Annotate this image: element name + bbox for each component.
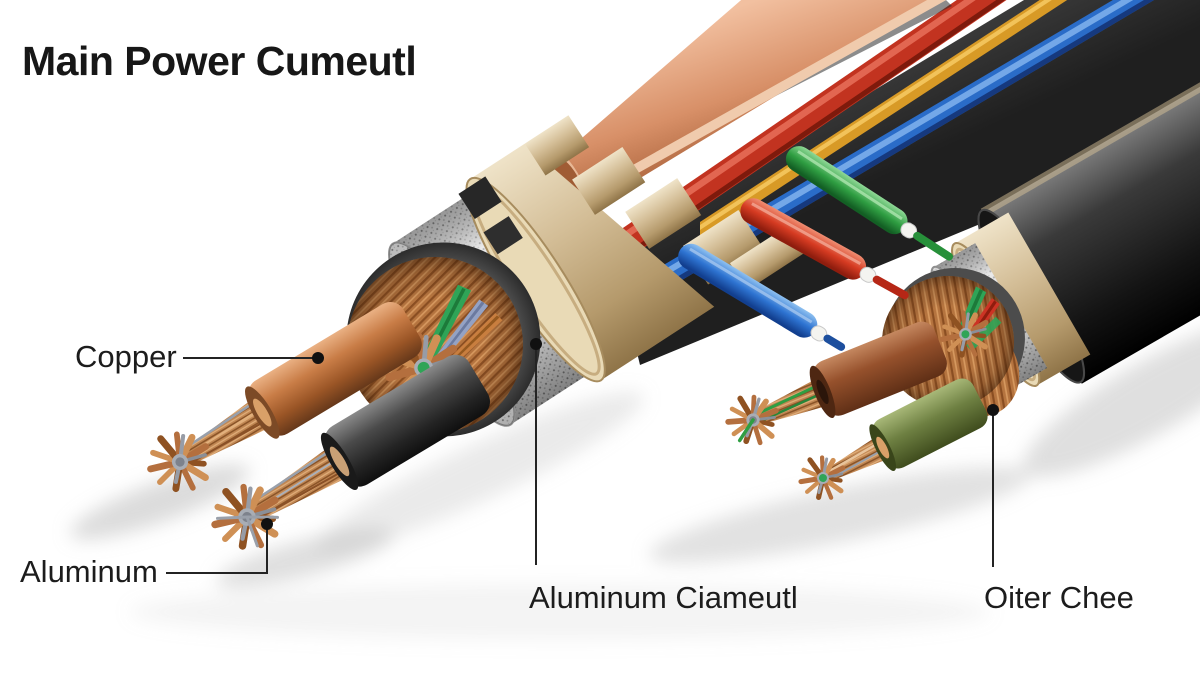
red-jumper-wire (740, 198, 909, 300)
shadows (70, 319, 1200, 640)
leader-outer-sheath (987, 404, 999, 567)
red-parallel-wire (598, 0, 1007, 279)
leader-aluminum-conductor (530, 338, 542, 565)
label-copper: Copper (75, 339, 177, 374)
brown-wire (720, 321, 947, 455)
label-aluminum-conductor: Aluminum Ciameutl (529, 580, 798, 615)
aluminum-wire-insulation (324, 354, 490, 487)
brown-wire-insulation (813, 321, 947, 416)
copper-wire (139, 301, 422, 503)
copper-wire-insulation (248, 301, 422, 436)
page-title: Main Power Cumeutl (22, 38, 417, 84)
olive-wire-insulation (872, 378, 988, 469)
blue-jumper-wire (678, 243, 846, 351)
yellow-parallel-wire (700, 0, 1068, 240)
leader-aluminum (166, 518, 273, 574)
green-jumper-wire (785, 146, 954, 261)
leader-lines (166, 338, 999, 574)
leader-copper (183, 352, 324, 364)
olive-wire (792, 378, 988, 512)
left-cable (346, 115, 810, 437)
label-aluminum: Aluminum (20, 554, 158, 589)
crossing-wires (678, 146, 954, 351)
label-outer-sheath: Oiter Chee (984, 580, 1134, 615)
aluminum-wire (203, 354, 490, 562)
